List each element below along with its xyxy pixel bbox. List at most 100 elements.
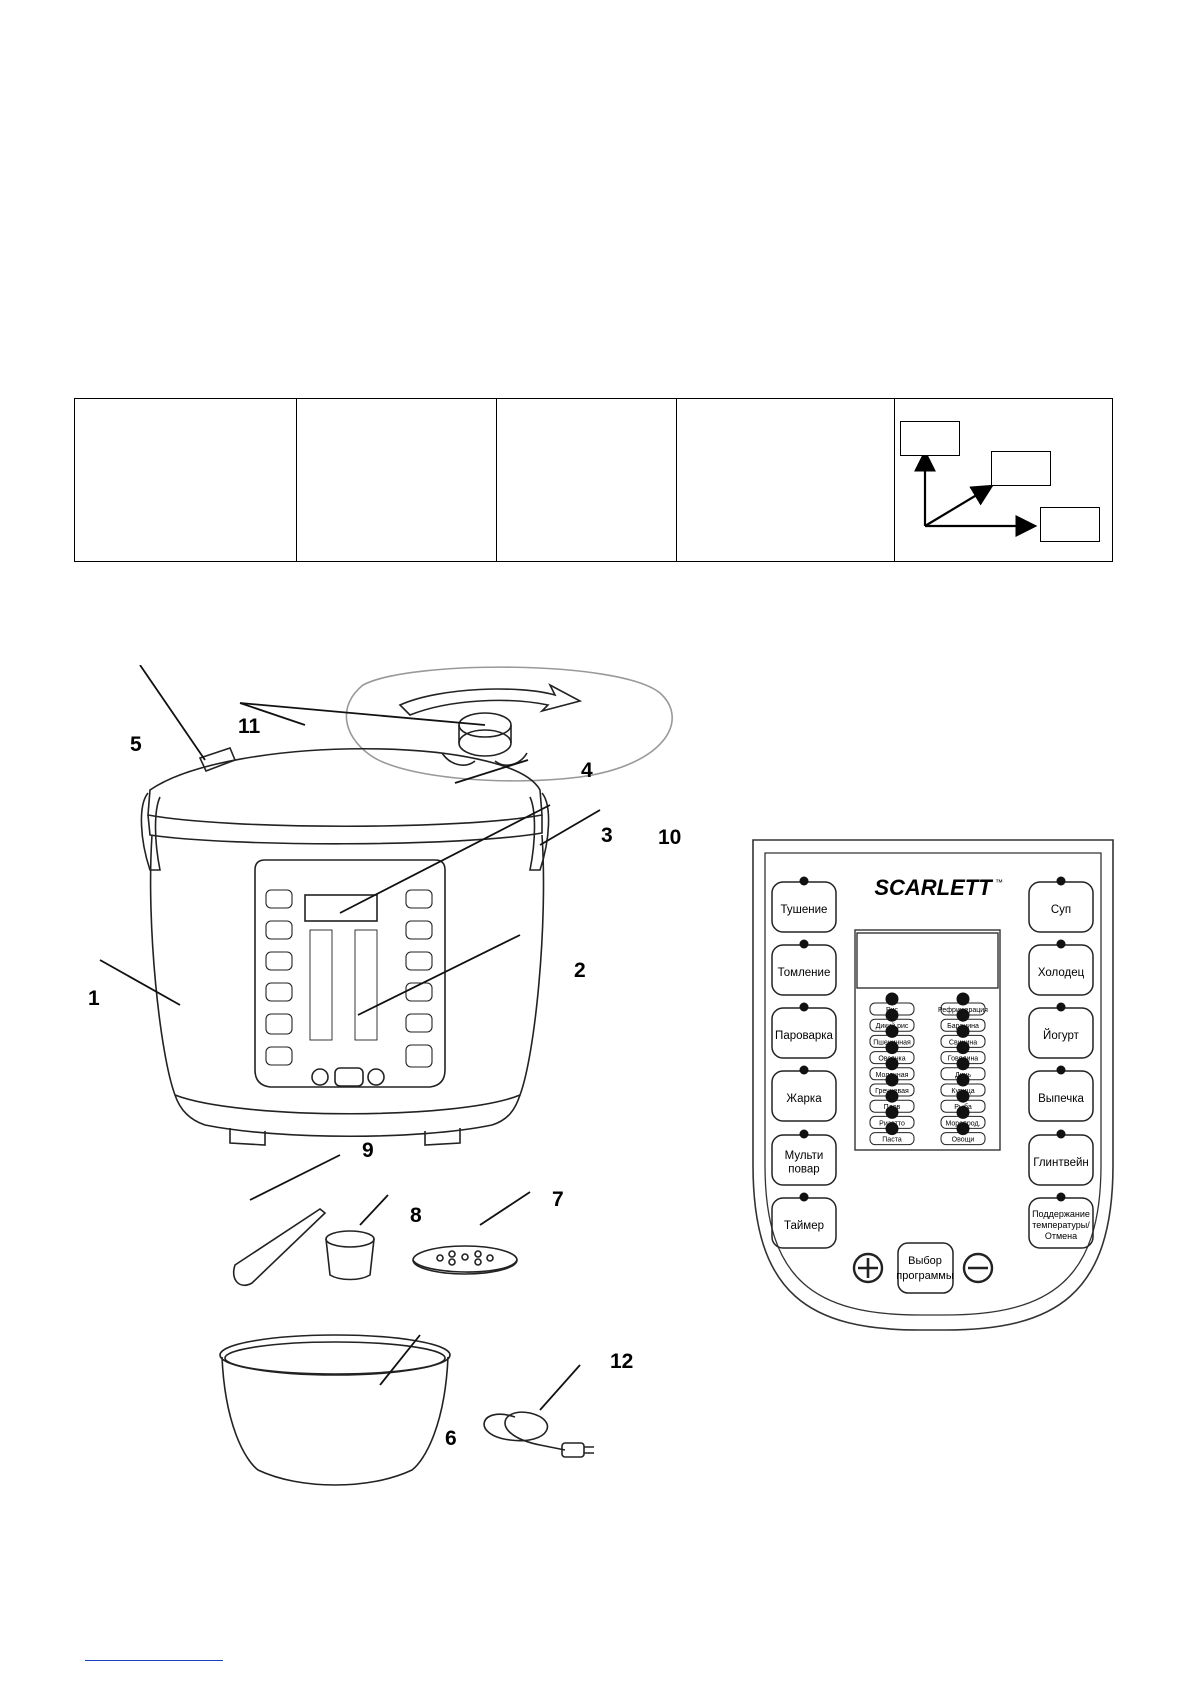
left-program-led [885, 1024, 899, 1038]
right-program-led [956, 1057, 970, 1071]
right-button-2[interactable]: Йогурт [1028, 1002, 1094, 1059]
panel-outer [752, 839, 1114, 1331]
right-program-led [956, 1073, 970, 1087]
left-program-led [885, 1057, 899, 1071]
plus-icon [858, 1258, 878, 1278]
minus-button[interactable] [962, 1252, 994, 1284]
depth-box [991, 451, 1051, 486]
lcd-display [856, 932, 999, 989]
callout-7: 7 [552, 1188, 564, 1211]
package-dimension-cell [895, 399, 1112, 561]
left-button-label: Таймер [784, 1220, 824, 1232]
left-program-led [885, 1041, 899, 1055]
spec-cell [297, 399, 497, 561]
callout-2: 2 [574, 959, 586, 982]
right-button-1[interactable]: Холодец [1028, 939, 1094, 996]
select-program-label-1: Выбор [908, 1255, 942, 1267]
left-button-0[interactable]: Тушение [771, 876, 837, 933]
left-button-label: Пароварка [775, 1030, 834, 1042]
panel-inner [764, 852, 1102, 1316]
spec-cell [497, 399, 677, 561]
power-cord [483, 1411, 594, 1458]
left-button-label: Томление [778, 967, 831, 979]
control-panel-diagram: SCARLETT ™ ТушениеТомлениеПароваркаЖарка… [752, 839, 1114, 1331]
right-button-label: Холодец [1038, 967, 1085, 979]
callout-1: 1 [88, 987, 100, 1010]
left-program-led [885, 992, 899, 1006]
right-button-label: Суп [1051, 904, 1071, 916]
right-led-1 [1056, 939, 1066, 949]
callout-8: 8 [410, 1204, 422, 1227]
right-button-label: Йогурт [1043, 1029, 1080, 1042]
right-program-led [956, 1089, 970, 1103]
left-program-led [885, 1008, 899, 1022]
spec-table [74, 398, 1113, 562]
select-program-button[interactable]: Выбор программы [896, 1242, 954, 1294]
right-button-4[interactable]: Глинтвейн [1028, 1129, 1094, 1186]
left-button-1[interactable]: Томление [771, 939, 837, 996]
steam-tray [412, 1245, 518, 1275]
left-button-label: Жарка [786, 1093, 822, 1105]
callout-5: 5 [130, 733, 142, 756]
right-led-0 [1056, 876, 1066, 886]
callout-12: 12 [610, 1350, 634, 1373]
spoon [233, 1208, 327, 1287]
left-program-8[interactable]: Паста [869, 1122, 915, 1146]
right-program-led [956, 1024, 970, 1038]
left-program-led [885, 1073, 899, 1087]
right-program-label: Овощи [952, 1137, 975, 1144]
left-button-3[interactable]: Жарка [771, 1065, 837, 1122]
callout-4: 4 [581, 759, 593, 782]
left-program-led [885, 1122, 899, 1136]
select-program-label-2: программы [896, 1270, 954, 1282]
callout-9: 9 [362, 1139, 374, 1162]
footer-link-underline[interactable] [85, 1660, 223, 1661]
spec-cell [75, 399, 297, 561]
right-button-label: температуры/ [1032, 1220, 1090, 1230]
right-program-led [956, 1008, 970, 1022]
left-program-led [885, 1089, 899, 1103]
right-program-8[interactable]: Овощи [940, 1122, 986, 1146]
right-button-label: Отмена [1045, 1231, 1077, 1241]
height-box [900, 421, 960, 456]
right-program-led [956, 1041, 970, 1055]
right-led-3 [1056, 1065, 1066, 1075]
left-button-5[interactable]: Таймер [771, 1192, 837, 1249]
left-led-2 [799, 1002, 809, 1012]
multicooker-illustration [99, 665, 673, 1486]
left-led-1 [799, 939, 809, 949]
left-led-4 [799, 1129, 809, 1139]
right-handle [529, 792, 550, 871]
depth-arrow [924, 484, 994, 527]
housing [149, 834, 545, 1146]
plus-button[interactable] [852, 1252, 884, 1284]
body-control-panel [254, 859, 446, 1088]
lid [147, 747, 543, 845]
right-button-label: Глинтвейн [1033, 1157, 1088, 1169]
left-led-5 [799, 1192, 809, 1202]
callout-6: 6 [445, 1427, 457, 1450]
steam-valve-inset [345, 666, 673, 782]
right-button-label: Поддержание [1032, 1209, 1090, 1219]
right-button-0[interactable]: Суп [1028, 876, 1094, 933]
dimension-arrows-diagram [914, 449, 1038, 537]
width-box [1040, 507, 1100, 542]
program-frame [854, 929, 1001, 1151]
right-led-4 [1056, 1129, 1066, 1139]
right-button-label: Выпечка [1038, 1093, 1084, 1105]
left-program-label: Паста [882, 1137, 902, 1144]
right-button-3[interactable]: Выпечка [1028, 1065, 1094, 1122]
left-led-0 [799, 876, 809, 886]
right-program-led [956, 1105, 970, 1119]
inner-bowl [219, 1334, 451, 1486]
measuring-cup [325, 1230, 375, 1281]
callout-3: 3 [601, 824, 613, 847]
left-button-label: Тушение [781, 904, 828, 916]
spec-cell [677, 399, 895, 561]
right-program-led [956, 992, 970, 1006]
left-button-2[interactable]: Пароварка [771, 1002, 837, 1059]
right-led-2 [1056, 1002, 1066, 1012]
left-button-label: Мульти [785, 1150, 824, 1162]
